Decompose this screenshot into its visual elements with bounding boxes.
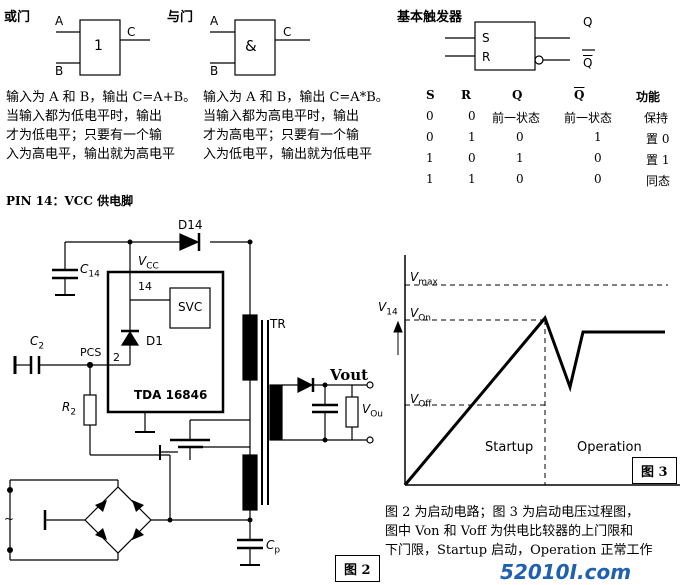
pin2-label: 2 <box>113 351 120 364</box>
pin14-label: 14 <box>138 280 152 293</box>
ac-source-icon: ~ <box>4 512 15 526</box>
tr-label: TR <box>270 317 286 331</box>
or-output-c: C <box>127 25 136 39</box>
and-gate-title: 与门 <box>167 10 194 25</box>
or-gate-description: 输入为 A 和 B，输出 C=A+B。 当输入都为低电平时，输出 才为低电平；只… <box>6 90 197 162</box>
pcs-label: PCS <box>80 346 102 359</box>
chip-label: TDA 16846 <box>134 388 208 402</box>
von-label: VOn <box>410 306 432 324</box>
sr-latch-title: 基本触发器 <box>397 10 463 25</box>
or-gate-symbol: 1 <box>94 38 103 54</box>
vout-label: Vout <box>330 366 369 384</box>
watermark-logo: 52010I.com <box>500 560 632 584</box>
sr-input-s: S <box>482 31 490 45</box>
and-gate-symbol: & <box>245 37 257 55</box>
c14-label: C14 <box>80 262 100 280</box>
r2-label: R2 <box>62 400 77 418</box>
d14-label: D14 <box>178 218 203 232</box>
voff-label: VOff <box>410 392 432 410</box>
and-input-b: B <box>210 64 219 78</box>
c2-label: C2 <box>30 334 45 352</box>
and-output-c: C <box>283 25 292 39</box>
vcc-label: VCC <box>138 254 159 272</box>
operation-label: Operation <box>577 440 642 455</box>
or-gate-title: 或门 <box>4 10 31 25</box>
pin14-heading: PIN 14：VCC 供电脚 <box>6 194 134 208</box>
figure-3-label: 图 3 <box>632 457 677 484</box>
figure-2-label: 图 2 <box>335 555 380 582</box>
or-input-b: B <box>55 64 64 78</box>
svc-label: SVC <box>178 300 203 314</box>
sr-input-r: R <box>482 50 491 64</box>
or-input-a: A <box>55 14 64 28</box>
cp-label: Cp <box>266 538 281 556</box>
and-input-a: A <box>210 14 219 28</box>
startup-label: Startup <box>485 440 534 455</box>
sr-output-q: Q <box>583 15 593 29</box>
d1-label: D1 <box>146 334 163 348</box>
vmax-label: Vmax <box>410 270 438 288</box>
figure-caption: 图 2 为启动电路；图 3 为启动电压过程图， 图中 Von 和 Voff 为供… <box>385 505 653 558</box>
sr-output-qbar: Q <box>583 56 593 70</box>
vou-label: VOu <box>362 402 384 420</box>
and-gate-description: 输入为 A 和 B，输出 C=A*B。 当输入都为高电平时，输出 才为高电平；只… <box>203 90 389 162</box>
v14-label: V14 <box>378 300 398 318</box>
